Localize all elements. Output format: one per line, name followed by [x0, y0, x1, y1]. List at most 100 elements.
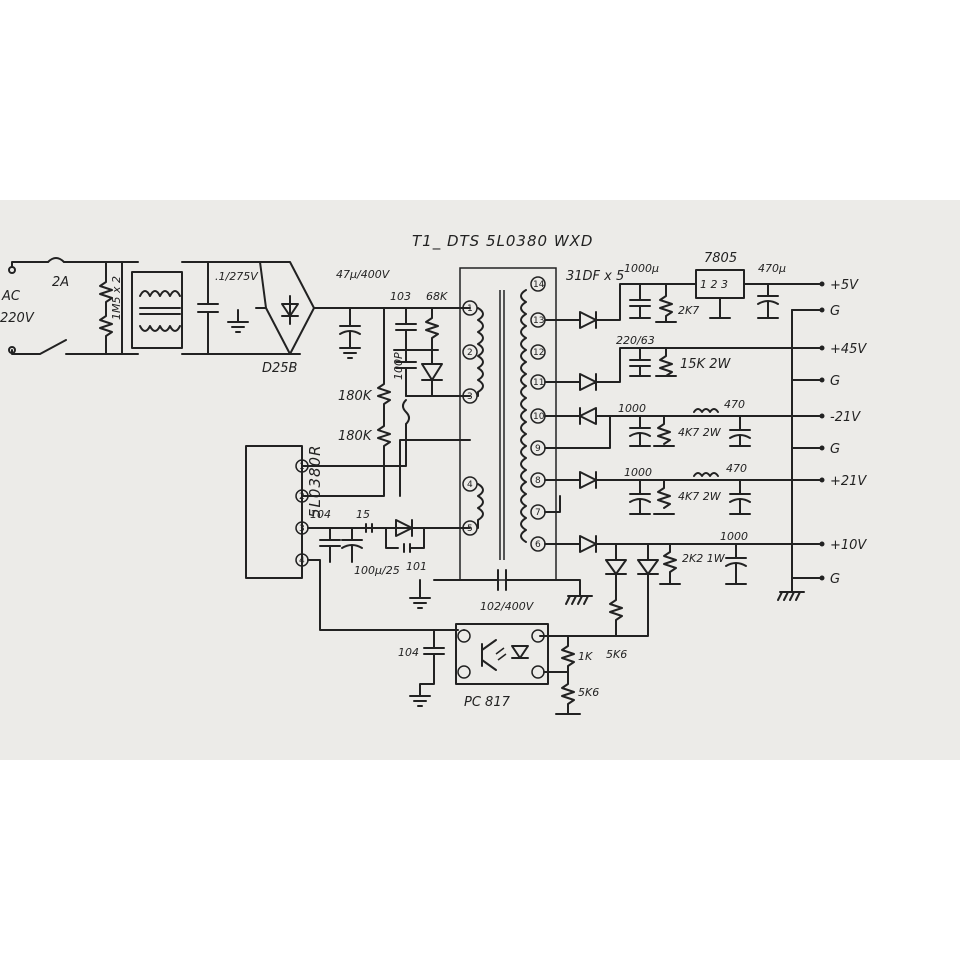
pwm-ic: 5L0380R 1 2 3 4 104 15 100µ/25 101 [245, 445, 471, 631]
cap-1000-b-label: 1000 [624, 466, 652, 479]
bleeder-label: 1M5 x 2 [110, 276, 123, 320]
regulator-pins-label: 1 2 3 [700, 278, 728, 291]
secondary-pins: 14 13 12 11 10 9 8 7 6 [530, 276, 546, 552]
feedback-diode-1 [605, 543, 627, 637]
snubber-res-label: 68K [426, 290, 448, 303]
ground-symbol-bulk [339, 347, 361, 359]
ground-symbol-secondary [565, 595, 593, 605]
output-10v: +10V [830, 538, 867, 553]
fuse-label: 2A [52, 275, 69, 290]
cap-1000-a [629, 415, 651, 447]
res-2k7-label: 2K7 [678, 304, 699, 317]
line-filter-coil-bottom [139, 325, 181, 332]
feedback-r1-label: 1K [578, 650, 593, 663]
cap-470-a-label: 470 [724, 398, 745, 411]
ic-pin-1 [295, 459, 309, 473]
ground-symbol-feedback [409, 695, 431, 707]
ic-cap-100u-label: 100µ/25 [354, 564, 400, 577]
feedback-r2-label: 5K6 [578, 686, 599, 699]
bridge-rectifier: D25B [255, 261, 471, 376]
diode-5v [544, 283, 697, 329]
t-pin-5: 5 [467, 524, 473, 534]
t-pin-6: 6 [535, 540, 541, 550]
ic-pin-2-label: 2 [299, 492, 305, 502]
ic-pin-3-label: 3 [299, 524, 305, 534]
ic-cap-101 [385, 527, 425, 553]
transformer-core [499, 290, 505, 560]
schematic-diagram: T1_ DTS 5L0380 WXD AC 220V 2A 1M5 x 2 .1… [0, 232, 867, 715]
feedback-cap-104 [419, 629, 445, 697]
ic-pin-4-label: 4 [299, 556, 305, 566]
bleeder-resistors [99, 261, 113, 355]
ic-diode [395, 519, 413, 537]
t-pin-1: 1 [467, 304, 473, 314]
output-labels: +5V G +45V G -21V G +21V +10V G [819, 278, 867, 587]
res-2k7 [655, 283, 677, 323]
ic-cap-101-label: 101 [406, 560, 427, 573]
diode-10v [544, 535, 821, 553]
res-4k7-b-label: 4K7 2W [678, 490, 722, 503]
t-pin-9: 9 [535, 444, 541, 454]
output-g2: G [830, 374, 840, 389]
line-filter-box [131, 271, 183, 349]
bulk-capacitor [339, 307, 361, 349]
t-pin-10: 10 [533, 412, 545, 422]
inductor-neg21v [693, 408, 719, 413]
primary-winding [477, 307, 484, 397]
t-pin-8: 8 [535, 476, 541, 486]
aux-winding [477, 483, 484, 529]
startup-res-2-label: 180K [338, 429, 373, 444]
diode-type-label: 31DF x 5 [566, 269, 624, 284]
startup-res-1-label: 180K [338, 389, 373, 404]
opto-led [511, 645, 529, 659]
fuse-symbol [47, 257, 65, 263]
feedback-res-5k6 [543, 671, 581, 715]
secondary-winding [520, 289, 527, 543]
t-pin-11: 11 [533, 378, 544, 388]
ground-bus [777, 309, 805, 601]
ic-body [245, 445, 303, 579]
res-4k7-a-label: 4K7 2W [678, 426, 722, 439]
x-capacitor [197, 261, 219, 355]
t-pin-2: 2 [467, 348, 473, 358]
cap-100p-label: 100P [392, 352, 405, 380]
small-inductor [402, 399, 410, 425]
ic-name: 5L0380R [306, 445, 324, 519]
ic-cap-104-label: 104 [310, 508, 331, 521]
t-pin-14: 14 [533, 280, 545, 290]
primary-pins: 1 2 3 4 5 [462, 300, 478, 536]
cap-470-a [729, 415, 751, 447]
inductor-21v [693, 472, 719, 477]
snubber-cap-label: 103 [390, 290, 411, 303]
ground-symbol-input [227, 321, 249, 333]
cap-1000-b [629, 479, 651, 515]
cap-220 [629, 347, 651, 377]
cap-470u-label: 470µ [758, 262, 786, 275]
cap-1000-c [725, 543, 747, 585]
t-pin-12: 12 [533, 348, 544, 358]
opto-transistor [481, 639, 497, 671]
y-capacitor [433, 569, 581, 597]
output-g4: G [830, 572, 840, 587]
t-pin-7: 7 [535, 508, 541, 518]
snubber-capacitor [395, 307, 417, 351]
output-g1: G [830, 304, 840, 319]
t-pin-13: 13 [533, 316, 544, 326]
snubber-diode [421, 349, 443, 397]
res-15k [655, 347, 677, 377]
ic-cap-15-label: 15 [356, 508, 370, 521]
schematic-title: T1_ DTS 5L0380 WXD [412, 232, 593, 251]
res-2k2-label: 2K2 1W [682, 552, 726, 565]
bridge-label: D25B [262, 361, 298, 376]
secondary-section: 31DF x 5 1000µ 2K7 7805 1 2 3 470µ 220/6… [539, 251, 821, 637]
ac-voltage-label: 220V [0, 311, 35, 326]
cap-470-b-label: 470 [726, 462, 747, 475]
ic-cap-104 [319, 527, 341, 563]
line-filter-coil-top [139, 290, 181, 297]
ic-pin-1-label: 1 [299, 462, 305, 472]
res-4k7-b [653, 479, 675, 515]
power-switch [11, 339, 139, 355]
ic-cap-15 [365, 523, 373, 533]
optocoupler-body [455, 623, 549, 685]
diode-neg21v [544, 407, 821, 425]
